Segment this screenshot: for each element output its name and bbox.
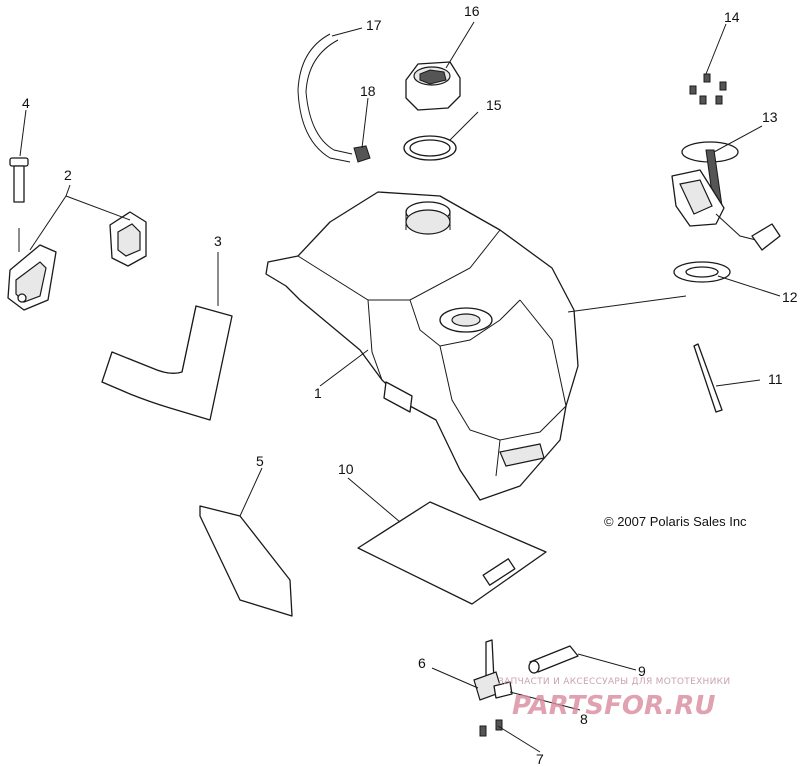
part-11-rod	[693, 343, 723, 413]
callout-18: 18	[360, 83, 376, 99]
callout-17: 17	[366, 17, 382, 33]
part-8-fitting	[493, 681, 513, 699]
callout-10: 10	[338, 461, 354, 477]
callout-2: 2	[64, 167, 72, 183]
copyright-text: © 2007 Polaris Sales Inc	[604, 514, 747, 529]
callout-9: 9	[638, 663, 646, 679]
callout-1: 1	[314, 385, 322, 401]
callout-15: 15	[486, 97, 502, 113]
leader-lines	[19, 21, 781, 753]
callout-11: 11	[768, 371, 783, 387]
callout-7: 7	[536, 751, 544, 767]
callout-6: 6	[418, 655, 426, 671]
part-10-mat	[357, 501, 547, 605]
part-2-brackets	[7, 211, 147, 311]
part-17-vent-hose	[297, 33, 353, 163]
part-5-pad	[199, 505, 293, 617]
callout-16: 16	[464, 3, 480, 19]
callout-3: 3	[214, 233, 222, 249]
callout-5: 5	[256, 453, 264, 469]
watermark: ЗАПЧАСТИ И АКСЕССУАРЫ ДЛЯ МОТОТЕХНИКИ PA…	[498, 677, 730, 721]
part-1-fuel-tank	[265, 191, 579, 501]
part-9-hose	[528, 645, 579, 674]
watermark-brand: PARTSFOR.RU	[512, 691, 715, 721]
part-18-clip	[353, 145, 371, 163]
watermark-tagline: ЗАПЧАСТИ И АКСЕССУАРЫ ДЛЯ МОТОТЕХНИКИ	[498, 677, 730, 687]
callout-14: 14	[724, 9, 740, 25]
callout-labels: 1 2 3 4 5 6 7 8 9 10 11 12 13 14 15 16 1…	[22, 3, 798, 767]
part-14-screws	[689, 73, 727, 105]
part-16-fuel-cap	[405, 61, 461, 111]
part-12-gasket	[673, 261, 731, 283]
part-3-hose	[101, 305, 233, 421]
part-13-fuel-sender	[671, 141, 781, 251]
part-7-screws	[479, 719, 503, 737]
part-4-bolt	[9, 157, 29, 252]
callout-4: 4	[22, 95, 30, 111]
part-15-gasket	[403, 135, 457, 161]
callout-8: 8	[580, 711, 588, 727]
callout-12: 12	[782, 289, 798, 305]
callout-13: 13	[762, 109, 778, 125]
